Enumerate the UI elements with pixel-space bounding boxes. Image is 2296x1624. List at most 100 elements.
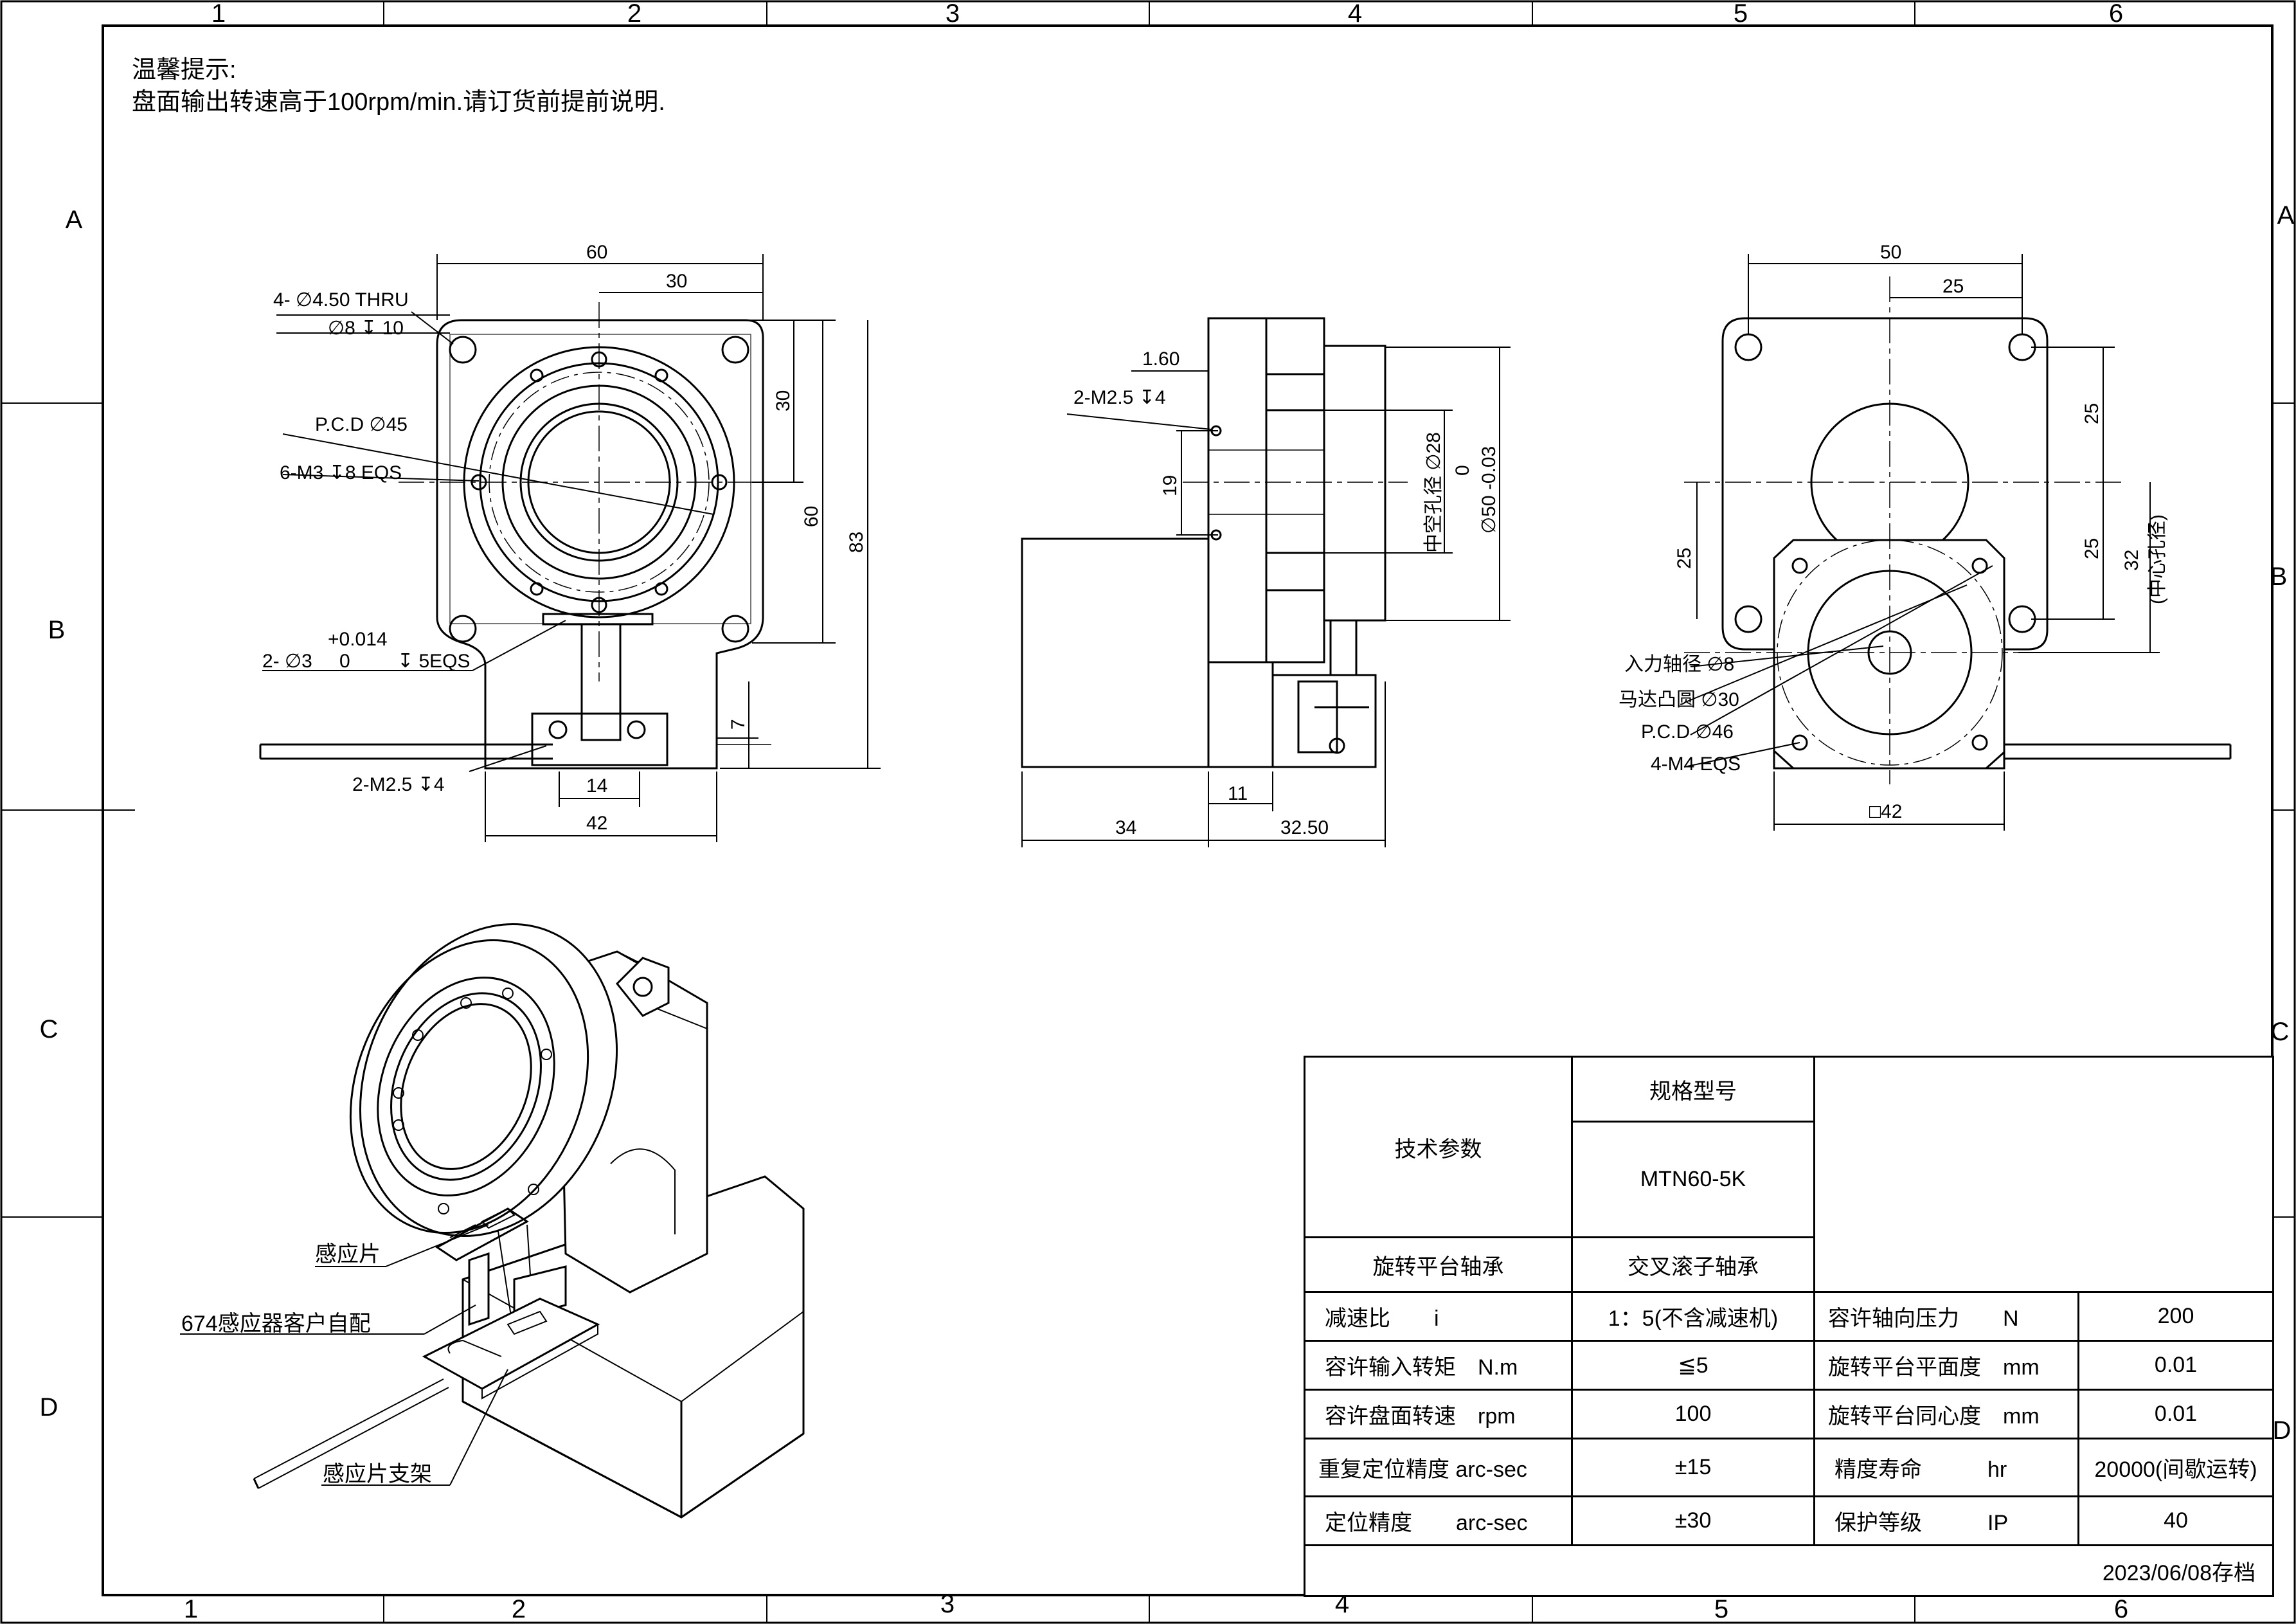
hole-callout-2: ∅8 ↧ 10 — [328, 318, 404, 339]
sensor-plate-label: 感应片 — [315, 1242, 381, 1267]
col-5-top: 5 — [1734, 0, 1748, 28]
dim-83: 83 — [846, 532, 867, 553]
row-letters: A B C D A B C D — [40, 201, 2295, 1445]
front-view — [259, 302, 797, 770]
dim-25-vertical-top: 25 — [2081, 403, 2103, 424]
row-b-right: B — [2270, 563, 2288, 591]
row-value: ≦5 — [1571, 1340, 1815, 1391]
col-6-top: 6 — [2109, 0, 2123, 28]
row-value: 1：5(不含减速机) — [1571, 1291, 1815, 1342]
dim-32: 32 — [2121, 550, 2142, 571]
row-value: ±30 — [1571, 1495, 1815, 1546]
row-value-2: 40 — [2077, 1495, 2274, 1546]
row-c-right: C — [2271, 1018, 2290, 1046]
row-value-2: 0.01 — [2077, 1389, 2274, 1439]
dim-30-vertical: 30 — [773, 390, 794, 411]
pcd-rear-label: P.C.D ∅46 — [1641, 721, 1734, 743]
dim-42: 42 — [586, 813, 607, 834]
col-2-top: 2 — [627, 0, 641, 28]
front-view-dimensions — [262, 254, 881, 842]
row-value: 100 — [1571, 1389, 1815, 1439]
model-value: MTN60-5K — [1571, 1121, 1815, 1238]
dim-30: 30 — [666, 271, 687, 292]
dim-25-vertical-left: 25 — [1674, 548, 1695, 569]
dim-60: 60 — [586, 242, 607, 263]
row-value: ±15 — [1571, 1438, 1815, 1497]
note-title: 温馨提示: — [132, 57, 237, 84]
dim-7: 7 — [728, 719, 749, 730]
col-3-top: 3 — [946, 0, 960, 28]
row-a-right: A — [2277, 201, 2295, 230]
dim-19: 19 — [1160, 475, 1181, 496]
bearing-label: 旋转平台轴承 — [1304, 1236, 1573, 1293]
hollow-bore-label: 中空孔径 ∅28 — [1423, 432, 1444, 553]
row-a-left: A — [66, 206, 83, 234]
center-hole-label: (中心孔径) — [2147, 514, 2168, 604]
note-text: 盘面输出转速高于100rpm/min.请订货前提前说明. — [132, 89, 665, 116]
col-6-bottom: 6 — [2114, 1595, 2128, 1623]
dim-11: 11 — [1228, 783, 1248, 804]
hole-callout-1: 4- ∅4.50 THRU — [273, 289, 409, 311]
bore-diameter: ∅50 -0.03 — [1478, 446, 1500, 534]
sensor-label: 674感应器客户自配 — [181, 1312, 371, 1336]
front-view-labels: 60 30 30 60 83 7 14 42 4- ∅4.50 THRU ∅8 … — [262, 242, 867, 834]
col-4-bottom: 4 — [1335, 1590, 1349, 1618]
rear-view-labels: 50 25 25 25 25 32 (中心孔径) 入力轴径 ∅8 马达凸圆 ∅3… — [1619, 242, 2168, 822]
col-2-bottom: 2 — [512, 1595, 526, 1623]
motor-boss-label: 马达凸圆 ∅30 — [1619, 689, 1739, 710]
column-numbers: 1 2 3 4 5 6 1 2 3 4 5 6 — [184, 0, 2128, 1623]
isometric-labels: 感应片 674感应器客户自配 感应片支架 — [181, 1242, 432, 1486]
row-d-left: D — [40, 1393, 58, 1421]
col-1-top: 1 — [211, 0, 226, 28]
pin-callout: 2- ∅3 — [262, 651, 312, 672]
dim-34: 34 — [1115, 817, 1136, 838]
pin-tol-low: 0 — [339, 651, 350, 672]
blank-cell — [1813, 1056, 2274, 1292]
side-view — [1021, 317, 1408, 768]
input-shaft-label: 入力轴径 ∅8 — [1624, 654, 1734, 675]
side-view-dimensions — [1021, 347, 1511, 847]
pcd-callout: P.C.D ∅45 — [315, 414, 408, 435]
row-value-2: 20000(间歇运转) — [2077, 1438, 2274, 1497]
row-value-2: 0.01 — [2077, 1340, 2274, 1391]
archive-date: 2023/06/08存档 — [1304, 1544, 2274, 1597]
dim-25: 25 — [1942, 276, 1964, 297]
square-42: □42 — [1869, 801, 1903, 822]
side-view-labels: 1.60 2-M2.5 ↧4 19 中空孔径 ∅28 0 ∅50 -0.03 1… — [1073, 348, 1500, 838]
rear-view-dimensions — [1683, 254, 2160, 831]
row-c-left: C — [40, 1015, 58, 1043]
dim-50: 50 — [1880, 242, 1901, 263]
col-4-top: 4 — [1348, 0, 1362, 28]
col-1-bottom: 1 — [184, 1595, 198, 1623]
row-value-2: 200 — [2077, 1291, 2274, 1342]
isometric-view — [253, 923, 805, 1519]
tech-params-header: 技术参数 — [1304, 1056, 1573, 1238]
row-b-left: B — [48, 616, 66, 644]
isometric-leaders — [180, 1224, 508, 1486]
row-d-right: D — [2273, 1416, 2292, 1445]
m25-callout-front: 2-M2.5 ↧4 — [352, 774, 445, 795]
model-header: 规格型号 — [1571, 1056, 1815, 1123]
dim-25-vertical-bottom: 25 — [2081, 538, 2103, 559]
col-3-bottom: 3 — [940, 1590, 955, 1618]
row-label: 重复定位精度 arc-sec — [1304, 1438, 1573, 1497]
m3-callout: 6-M3 ↧8 EQS — [280, 462, 402, 483]
dim-14: 14 — [586, 775, 607, 797]
bearing-value: 交叉滚子轴承 — [1571, 1236, 1815, 1293]
bore-tol-upper: 0 — [1452, 465, 1473, 476]
m25-callout-side: 2-M2.5 ↧4 — [1073, 387, 1166, 408]
